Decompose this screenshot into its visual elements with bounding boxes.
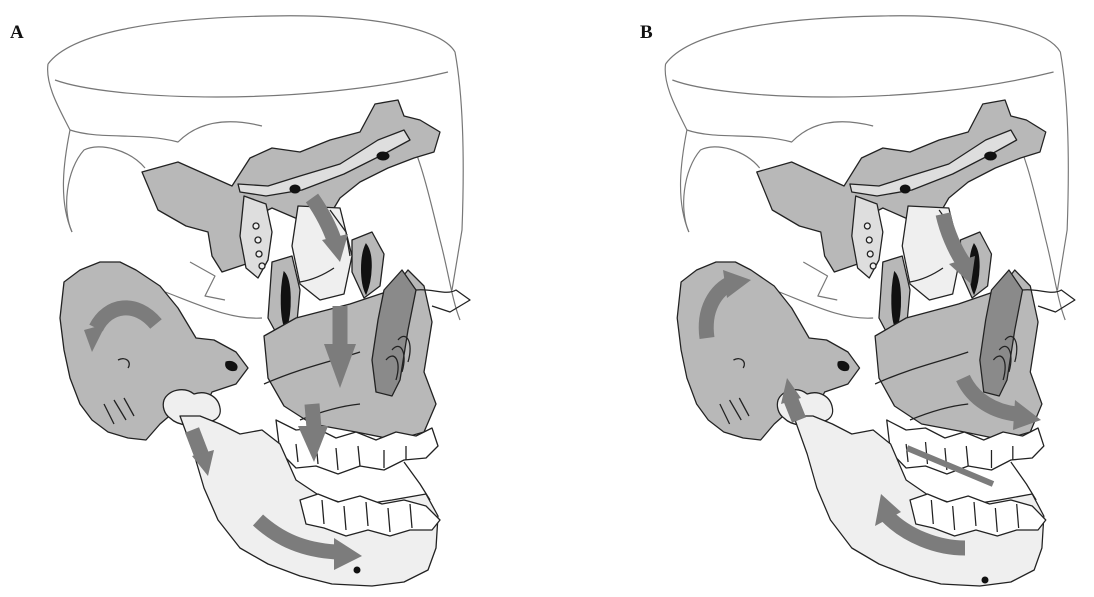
chin-dot-b [982,577,988,583]
skull-diagram-a [0,0,547,597]
panel-b: B [547,0,1094,597]
skull-diagram-b [547,0,1094,597]
chin-dot-a [354,567,360,573]
panel-a: A [0,0,547,597]
